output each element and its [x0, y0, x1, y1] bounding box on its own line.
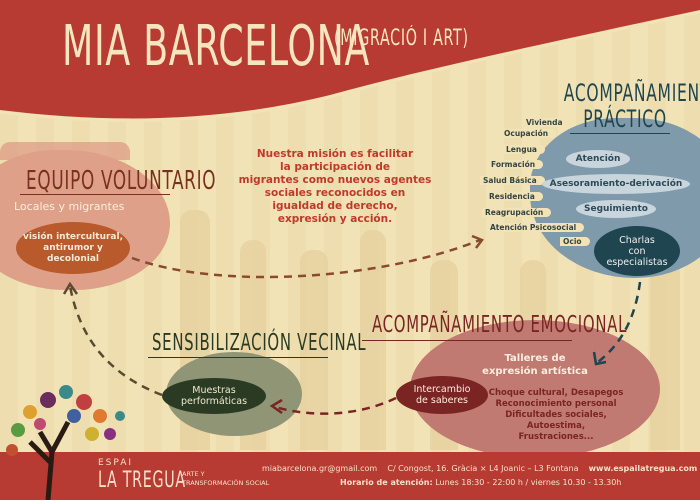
divider	[362, 340, 572, 341]
divider	[20, 194, 170, 195]
email-link[interactable]: miabarcelona.gr@gmail.com	[262, 464, 378, 473]
logo-la-tregua: LA TREGUA	[98, 468, 186, 493]
header-banner	[0, 0, 700, 122]
website-link[interactable]: www.espailatregua.com	[588, 464, 698, 473]
footer-contact: miabarcelona.gr@gmail.com C/ Congost, 16…	[262, 464, 697, 473]
address: C/ Congost, 16. Gràcia × L4 Joanic – L3 …	[387, 464, 579, 473]
voluntario-title: EQUIPO VOLUNTARIO	[26, 166, 217, 196]
service-atencion: Atención	[566, 150, 630, 168]
practico-title: ACOMPAÑAMIENTOPRÁCTICO	[563, 79, 700, 133]
divider	[570, 133, 670, 134]
tree-logo-icon	[6, 385, 125, 500]
divider	[148, 357, 328, 358]
vecinal-title: SENSIBILIZACIÓN VECINAL	[152, 330, 367, 356]
page-subtitle: (MIGRACIÓ I ART)	[334, 26, 469, 51]
service-seguimiento: Seguimiento	[576, 200, 656, 218]
voluntario-subtitle: Locales y migrantes	[14, 200, 125, 213]
footer	[0, 452, 700, 500]
people-silhouettes	[0, 142, 130, 160]
logo-espai: ESPAI	[98, 458, 134, 468]
footer-hours: Horario de atención: Lunes 18:30 - 22:00…	[340, 478, 622, 487]
page-title: MIA BARCELONA	[62, 14, 371, 79]
emocional-title: ACOMPAÑAMIENTO EMOCIONAL	[372, 312, 628, 338]
service-asesoramiento: Asesoramiento-derivación	[542, 174, 690, 194]
